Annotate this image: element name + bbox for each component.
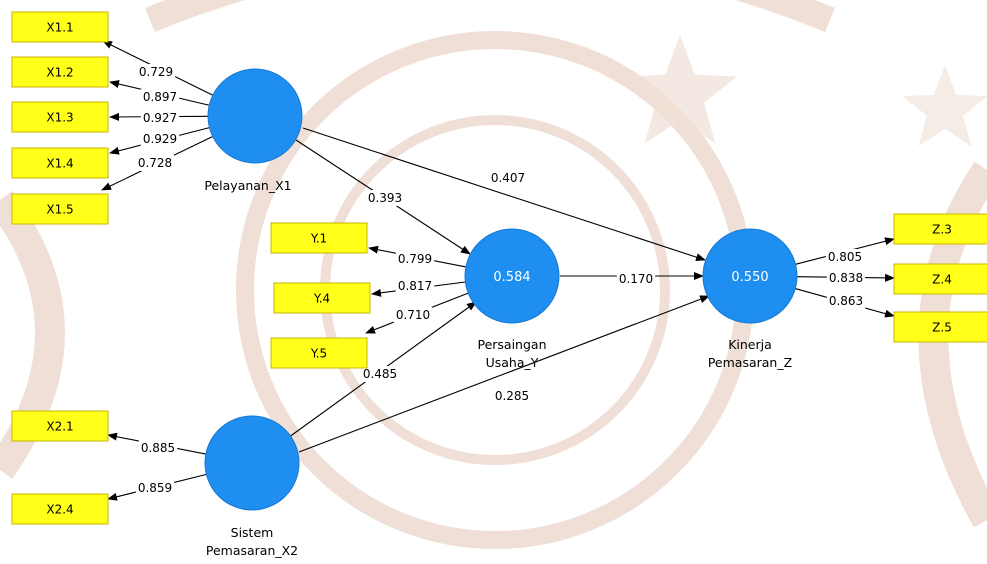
indicator-box [273,282,371,314]
indicator-box [11,101,109,133]
watermark-arc [145,0,835,33]
indicator-label: Y.1 [310,232,327,246]
indicator-box [893,213,987,245]
indicator-x1-5[interactable]: X1.5 [11,193,109,225]
loading-value-z-3: 0.805 [828,250,862,264]
construct-name: Persaingan [477,337,546,352]
indicator-y-4[interactable]: Y.4 [273,282,371,314]
loading-value-y-1: 0.799 [398,252,432,266]
indicator-y-5[interactable]: Y.5 [270,337,368,369]
indicator-x2-1[interactable]: X2.1 [11,410,109,442]
construct-name: Pelayanan_X1 [204,178,291,193]
indicator-x1-4[interactable]: X1.4 [11,147,109,179]
watermark-star [902,65,987,147]
indicator-box [11,193,109,225]
loading-value-x1-3-background [140,110,180,126]
construct-circle [702,228,798,324]
r-squared-value: 0.584 [493,270,530,285]
path-coefficient-y-z: 0.170 [619,272,653,286]
construct-x1[interactable]: Pelayanan_X1 [204,68,303,193]
path-coefficient-y-z-background [616,271,656,287]
path-coefficient-x2-z: 0.285 [495,389,529,403]
indicator-box [893,311,987,343]
loading-value-x1-5: 0.728 [138,156,172,170]
path-coefficient-x2-y: 0.485 [363,367,397,381]
construct-name: Kinerja [728,337,772,352]
path-coefficient-x1-y-background [365,190,405,206]
indicator-label: Z.4 [932,273,952,287]
loading-value-y-4-background [395,278,435,294]
r-squared-value: 0.550 [731,270,768,285]
construct-circle [207,68,303,164]
indicator-box [893,263,987,295]
construct-name: Usaha_Y [486,355,539,370]
indicator-label: X2.1 [46,420,73,434]
loading-value-x1-3: 0.927 [143,111,177,125]
loading-value-x2-1-background [138,440,178,456]
loading-value-x1-2: 0.897 [143,90,177,104]
loading-value-z-4: 0.838 [829,271,863,285]
construct-name: Pemasaran_X2 [206,543,298,558]
path-coefficient-x2-y-background [360,366,400,382]
indicator-label: X1.5 [46,203,73,217]
indicator-label: X1.4 [46,157,73,171]
indicator-label: Z.5 [932,321,952,335]
construct-circle [204,415,300,511]
loading-value-y-5-background [393,307,433,323]
indicator-z-3[interactable]: Z.3 [893,213,987,245]
indicator-label: X1.2 [46,66,73,80]
indicator-label: X1.3 [46,111,73,125]
path-coefficient-x1-y: 0.393 [368,191,402,205]
indicator-box [11,410,109,442]
loading-value-x1-2-background [140,89,180,105]
indicator-box [270,337,368,369]
loading-value-x1-4-background [140,131,180,147]
construct-name: Pemasaran_Z [708,355,792,370]
indicator-label: Z.3 [932,223,952,237]
indicator-box [270,222,368,254]
loading-value-y-5: 0.710 [396,308,430,322]
indicator-box [11,493,109,525]
path-coefficient-x2-z-background [492,388,532,404]
loading-value-x1-1-background [136,64,176,80]
indicator-label: Y.5 [310,347,327,361]
loading-value-z-3-background [825,249,865,265]
indicator-x2-4[interactable]: X2.4 [11,493,109,525]
indicator-box [11,147,109,179]
loading-value-z-5-background [826,293,866,309]
indicator-z-5[interactable]: Z.5 [893,311,987,343]
loading-value-y-1-background [395,251,435,267]
construct-name: Sistem [231,525,274,540]
path-arrow-x2-z [298,295,710,453]
indicator-label: X2.4 [46,503,73,517]
indicator-x1-3[interactable]: X1.3 [11,101,109,133]
indicator-box [11,56,109,88]
loading-value-x2-1: 0.885 [141,441,175,455]
indicator-y-1[interactable]: Y.1 [270,222,368,254]
indicator-label: Y.4 [313,292,330,306]
construct-circle [464,228,560,324]
watermark-star [622,35,738,144]
loading-value-y-4: 0.817 [398,279,432,293]
loading-value-z-4-background [826,270,866,286]
indicator-z-4[interactable]: Z.4 [893,263,987,295]
loading-value-x2-4: 0.859 [138,481,172,495]
path-arrow-x1-z [302,127,706,261]
loading-value-x1-1: 0.729 [139,65,173,79]
loading-value-x2-4-background [135,480,175,496]
path-coefficient-x1-z: 0.407 [491,171,525,185]
loading-value-x1-5-background [135,155,175,171]
path-coefficient-x1-z-background [488,170,528,186]
indicator-box [11,11,109,43]
indicator-x1-2[interactable]: X1.2 [11,56,109,88]
loading-value-x1-4: 0.929 [143,132,177,146]
indicator-x1-1[interactable]: X1.1 [11,11,109,43]
indicator-label: X1.1 [46,21,73,35]
loading-value-z-5: 0.863 [829,294,863,308]
